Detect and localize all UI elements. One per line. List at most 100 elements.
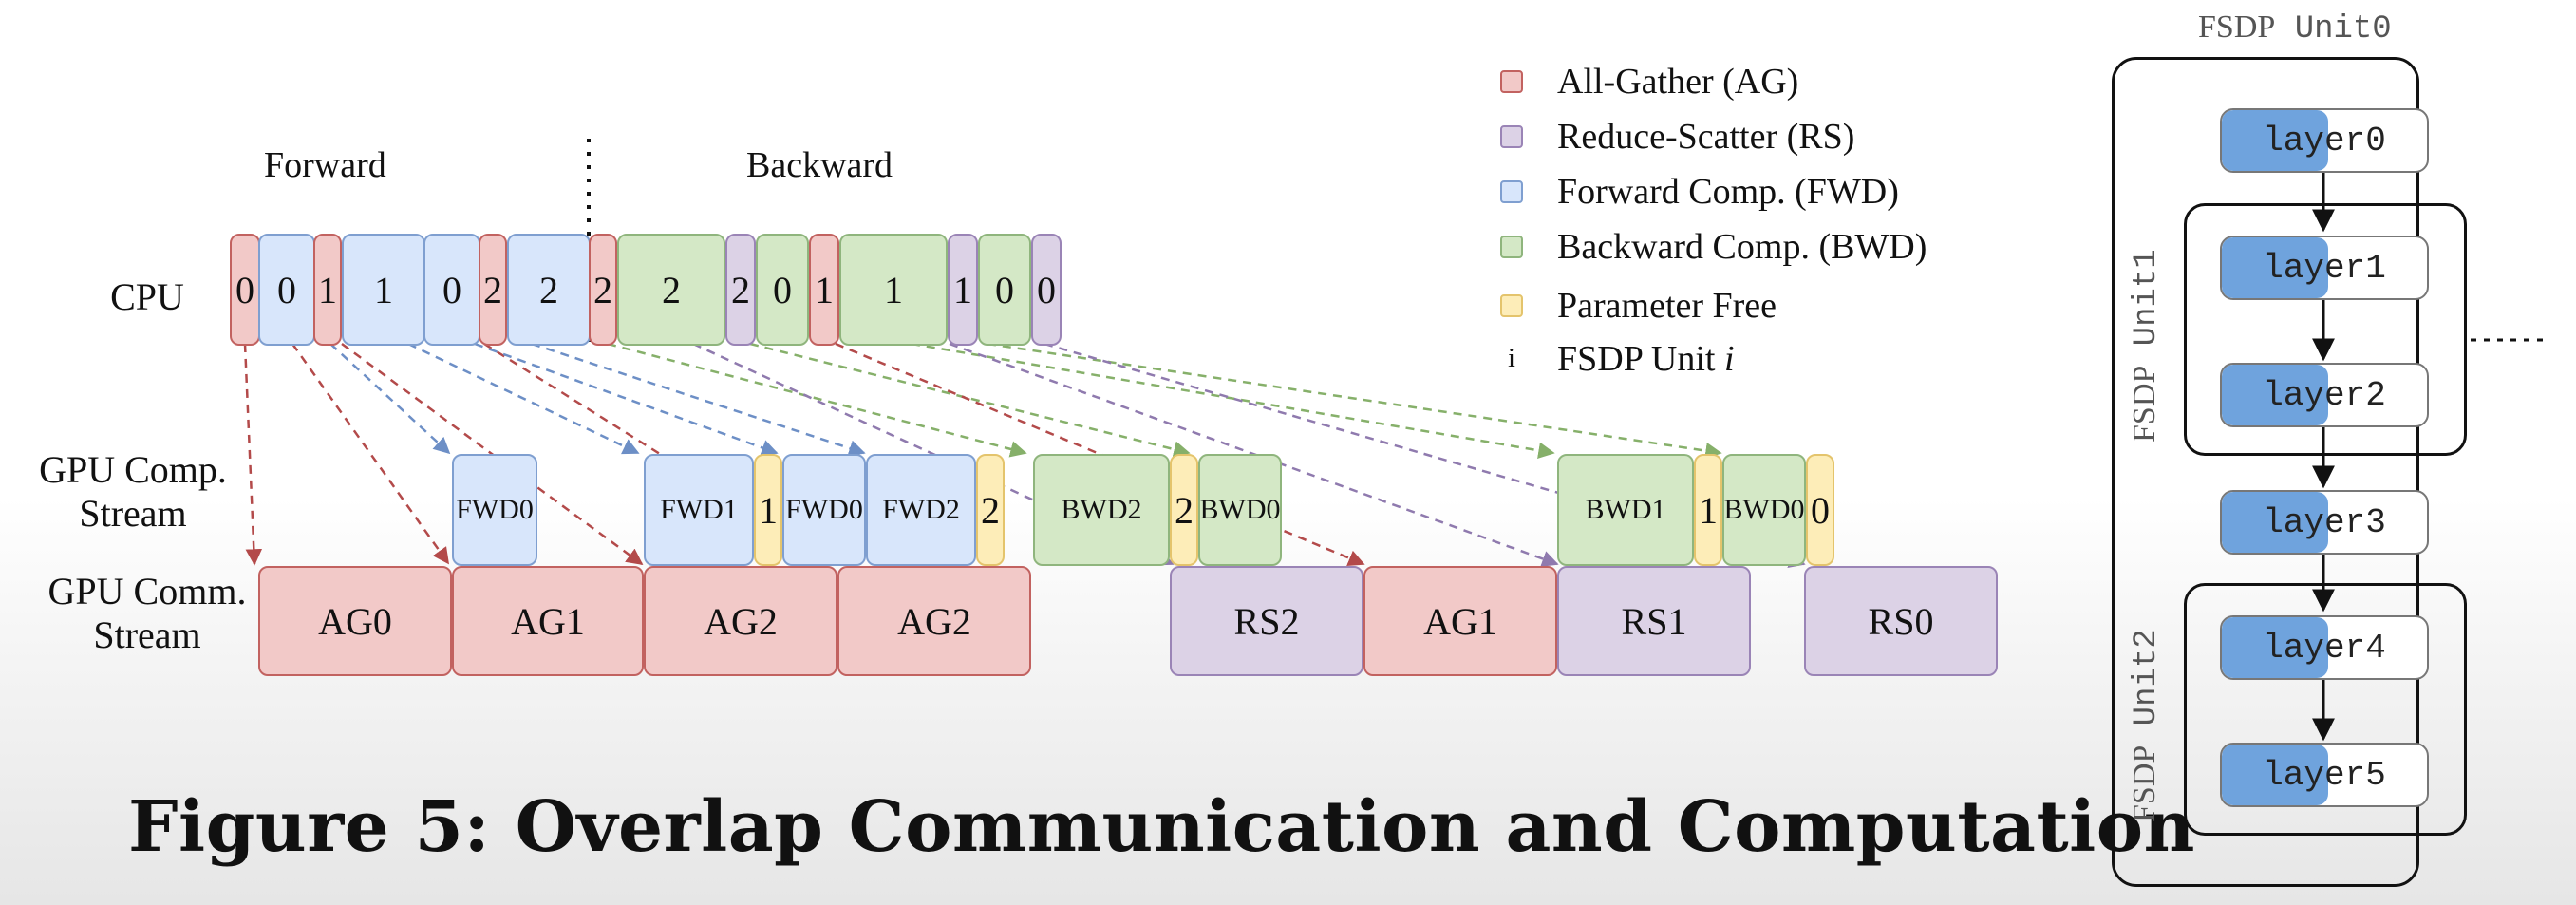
layer-box: layer0	[2220, 108, 2429, 173]
arrow	[291, 343, 450, 565]
comm-block: AG1	[452, 566, 644, 676]
comm-block: AG2	[837, 566, 1031, 676]
fsdp-unit1-label: FSDP Unit1	[2127, 215, 2165, 443]
comp-block: FWD2	[866, 454, 976, 566]
comp-block: 1	[1694, 454, 1722, 566]
layer-label: layer3	[2263, 502, 2386, 542]
layer-fill	[2222, 492, 2328, 553]
layer-box: layer4	[2220, 615, 2429, 680]
legend-swatch-ag	[1500, 70, 1523, 93]
cpu-block: 0	[230, 234, 260, 346]
legend-item-unit: i FSDP Unit i	[1500, 338, 1735, 380]
fsdp-unit2-frame	[2184, 583, 2467, 836]
cpu-block: 1	[839, 234, 948, 346]
comm-block: RS1	[1557, 566, 1751, 676]
gpu-comm-row-label: GPU Comm. Stream	[19, 570, 275, 657]
arrow	[474, 342, 779, 456]
comm-block: AG0	[258, 566, 452, 676]
cpu-block: 2	[725, 234, 756, 346]
cpu-block: 2	[507, 234, 591, 346]
legend-label: All-Gather (AG)	[1557, 62, 1799, 102]
layer-label: layer1	[2263, 248, 2386, 288]
layer-label: layer0	[2263, 121, 2386, 160]
arrow	[531, 342, 866, 457]
legend-symbol-unit: i	[1508, 344, 1515, 373]
fsdp-unit0-frame	[2112, 57, 2419, 887]
cpu-block: 0	[1031, 234, 1062, 346]
cpu-block: 1	[342, 234, 425, 346]
unit2-title-b: Unit2	[2129, 629, 2165, 726]
comp-block: BWD0	[1198, 454, 1282, 566]
layer-box: layer2	[2220, 363, 2429, 427]
legend-item-rs: Reduce-Scatter (RS)	[1500, 116, 1854, 158]
layer-label: layer5	[2263, 755, 2386, 795]
arrow	[911, 342, 1555, 459]
legend-swatch-rs	[1500, 125, 1523, 148]
legend-label: Reduce-Scatter (RS)	[1557, 117, 1855, 157]
fsdp-unit0-title: FSDP Unit0	[2198, 9, 2392, 47]
legend-item-fwd: Forward Comp. (FWD)	[1500, 171, 1899, 213]
legend-label: Backward Comp. (BWD)	[1557, 227, 1927, 267]
legend-label: Parameter Free	[1557, 286, 1777, 326]
unit1-title-b: Unit1	[2129, 249, 2165, 347]
comm-block: RS0	[1804, 566, 1998, 676]
arrow	[243, 343, 263, 566]
arrow	[329, 343, 451, 455]
layer-label: layer4	[2263, 628, 2386, 668]
unit2-title-a: FSDP	[2127, 745, 2162, 822]
arrow	[407, 342, 640, 455]
arrow	[483, 342, 837, 566]
layer-box: layer3	[2220, 490, 2429, 555]
comm-block: RS2	[1170, 566, 1363, 676]
forward-label: Forward	[264, 145, 386, 185]
legend-label: FSDP Unit	[1557, 339, 1716, 379]
cpu-block: 0	[978, 234, 1031, 346]
gpu-comm-line1: GPU Comm.	[47, 570, 247, 613]
unit0-title-a: FSDP	[2198, 9, 2276, 45]
legend-item-pf: Parameter Free	[1500, 285, 1777, 327]
cpu-row-label: CPU	[110, 275, 184, 318]
comp-block: BWD2	[1033, 454, 1170, 566]
figure-caption: Figure 5: Overlap Communication and Comp…	[128, 786, 2195, 868]
cpu-block: 2	[617, 234, 725, 346]
layer-fill	[2222, 237, 2328, 298]
layer-fill	[2222, 617, 2328, 678]
comp-block: FWD0	[452, 454, 537, 566]
layer-fill	[2222, 745, 2328, 805]
comp-block: BWD0	[1722, 454, 1806, 566]
gpu-comp-line2: Stream	[79, 492, 187, 535]
cpu-block: 0	[423, 234, 480, 346]
legend-item-bwd: Backward Comp. (BWD)	[1500, 226, 1927, 268]
cpu-block: 1	[313, 234, 342, 346]
fsdp-unit1-frame	[2184, 203, 2467, 456]
unit0-title-b: Unit0	[2294, 11, 2392, 47]
gpu-comp-row-label: GPU Comp. Stream	[9, 448, 256, 536]
cpu-block: 2	[589, 234, 617, 346]
legend-swatch-fwd	[1500, 180, 1523, 203]
layer-label: layer2	[2263, 375, 2386, 415]
comp-block: FWD0	[782, 454, 866, 566]
arrow	[607, 342, 1027, 458]
layer-box: layer1	[2220, 236, 2429, 300]
cpu-block: 2	[479, 234, 507, 346]
legend-label: Forward Comp. (FWD)	[1557, 172, 1899, 212]
gpu-comm-line2: Stream	[93, 613, 201, 656]
unit1-title-a: FSDP	[2127, 365, 2162, 443]
legend-swatch-bwd	[1500, 236, 1523, 258]
legend-label-var: i	[1724, 339, 1735, 379]
cpu-block: 0	[756, 234, 809, 346]
layer-fill	[2222, 365, 2328, 425]
gpu-comp-line1: GPU Comp.	[39, 448, 227, 491]
comp-block: 2	[1170, 454, 1198, 566]
comm-block: AG2	[644, 566, 837, 676]
layer-box: layer5	[2220, 743, 2429, 807]
comp-block: 0	[1806, 454, 1834, 566]
comp-block: FWD1	[644, 454, 754, 566]
cpu-block: 0	[258, 234, 315, 346]
legend-swatch-pf	[1500, 294, 1523, 317]
backward-label: Backward	[746, 145, 893, 185]
fsdp-unit2-label: FSDP Unit2	[2127, 594, 2165, 822]
legend-item-ag: All-Gather (AG)	[1500, 61, 1798, 103]
comp-block: BWD1	[1557, 454, 1694, 566]
